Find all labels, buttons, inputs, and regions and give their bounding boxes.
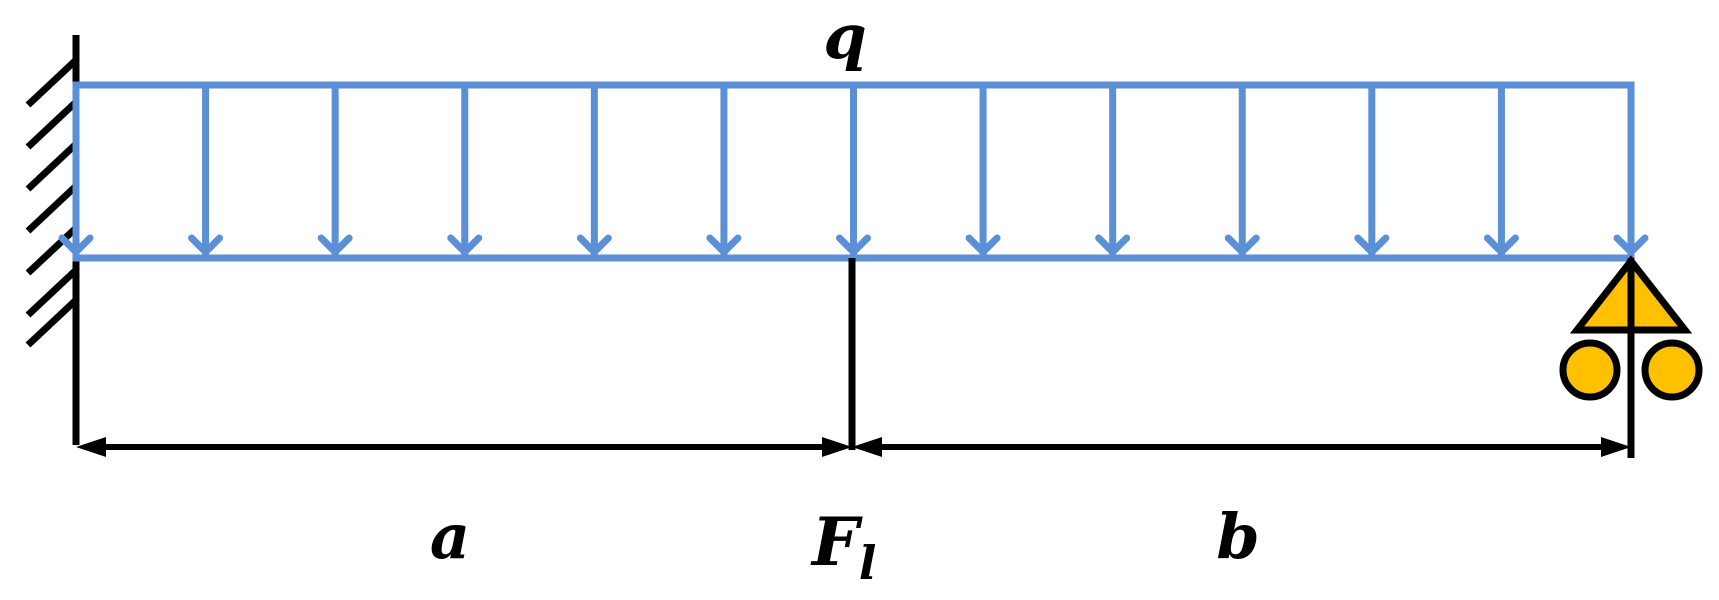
load-arrow <box>576 81 612 256</box>
load-arrow <box>1613 81 1649 256</box>
load-arrow <box>447 81 483 256</box>
load-arrow <box>1483 81 1519 256</box>
dimension-a <box>76 437 852 457</box>
span-b-label: b <box>1216 500 1259 573</box>
distributed-load <box>58 81 1649 262</box>
force-label: Fl <box>810 503 876 590</box>
load-arrow <box>836 81 871 256</box>
dimension-b <box>852 437 1631 457</box>
load-label: q <box>823 0 866 73</box>
roller-support-icon <box>1559 255 1703 458</box>
load-arrow <box>58 81 94 256</box>
load-arrow <box>188 81 224 256</box>
span-a-label: a <box>430 500 470 573</box>
load-arrow <box>317 81 353 256</box>
load-arrow <box>1224 81 1260 256</box>
force-subscript: l <box>859 536 876 590</box>
force-symbol: F <box>810 503 863 581</box>
roller-support <box>1559 255 1703 458</box>
load-arrow <box>706 81 742 256</box>
load-arrows <box>58 81 1649 256</box>
load-arrow <box>1354 81 1390 256</box>
load-arrow <box>965 81 1001 256</box>
load-arrow <box>1095 81 1131 256</box>
